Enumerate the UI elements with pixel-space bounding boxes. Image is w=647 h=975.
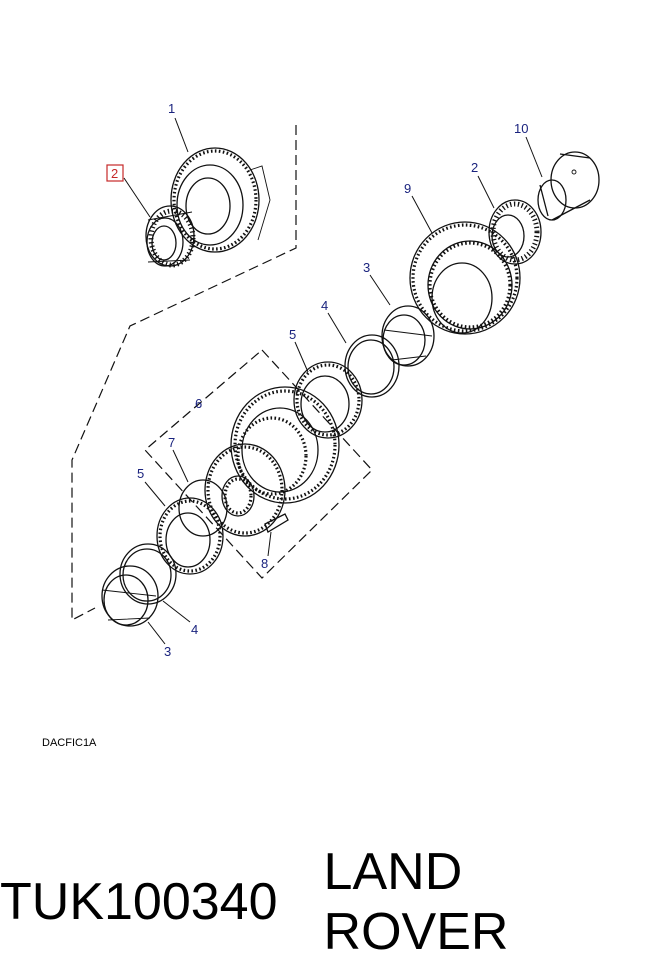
part-number: TUK100340 (0, 873, 278, 931)
leader-lines (123, 117, 543, 645)
callout-9: 9 (404, 181, 411, 196)
part-10-sleeve (537, 151, 600, 221)
exploded-gear-diagram: 1 2 10 2 9 3 4 5 6 7 5 8 4 3 DACFIC1A (42, 101, 600, 749)
part-3-synchro-ring-upper (381, 305, 435, 367)
part-4-ring-upper (344, 334, 400, 398)
callout-2-right: 2 (471, 160, 478, 175)
callout-1: 1 (168, 101, 175, 116)
callout-7: 7 (168, 435, 175, 450)
callout-10: 10 (514, 121, 528, 136)
part-1-gear (170, 147, 271, 253)
gear-assembly-boundary (71, 125, 297, 621)
callout-4-upper: 4 (321, 298, 328, 313)
part-6-synchro-hub-assembly (204, 386, 340, 537)
callout-6: 6 (195, 396, 202, 411)
part-2-needle-bearing-upper-left (145, 205, 196, 268)
callout-3-upper: 3 (363, 260, 370, 275)
part-8-key (264, 513, 289, 533)
callout-2-highlighted[interactable]: 2 (111, 166, 118, 181)
callout-4-lower: 4 (191, 622, 198, 637)
part-5-toothed-ring-upper (293, 361, 363, 439)
part-7-spring-ring (178, 479, 228, 537)
callout-2-highlight-box (106, 164, 124, 182)
callout-labels: 1 2 10 2 9 3 4 5 6 7 5 8 4 3 (106, 101, 528, 659)
callout-5-lower: 5 (137, 466, 144, 481)
part-5-toothed-ring-lower (156, 497, 224, 575)
brand-name: LAND ROVER (323, 843, 509, 961)
callout-8: 8 (261, 556, 268, 571)
part-9-gear (409, 221, 521, 335)
part-caption: TUK100340 LAND ROVER (0, 843, 647, 961)
callout-5-upper: 5 (289, 327, 296, 342)
part-3-synchro-ring-lower (101, 565, 159, 627)
figure-code: DACFIC1A (42, 737, 97, 749)
callout-3-lower: 3 (164, 644, 171, 659)
part-2-needle-bearing-right (488, 199, 542, 265)
